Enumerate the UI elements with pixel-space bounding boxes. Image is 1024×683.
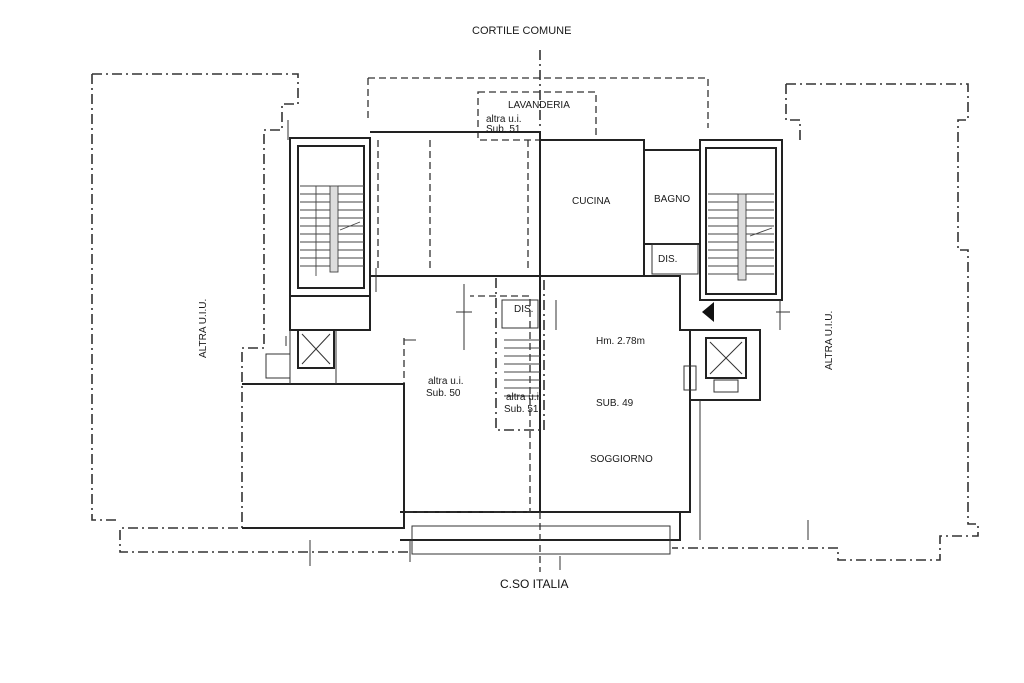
elevator-left-icon: [265, 329, 335, 379]
bagno-label: BAGNO: [654, 194, 690, 205]
entrance-arrow-icon: [702, 302, 714, 322]
street-label: C.SO ITALIA: [500, 577, 568, 591]
sub50-line2: Sub. 50: [426, 388, 461, 399]
right-inner-boundary: [785, 84, 801, 140]
left-stair-icon: [300, 185, 364, 276]
sub51-top-line2: Sub. 51: [486, 124, 521, 135]
elevator-right-icon: [683, 337, 747, 393]
right-stair-icon: [708, 193, 774, 281]
left-neighbor-label: ALTRA U.I.U.: [198, 299, 209, 358]
sub51-mid-line2: Sub. 51: [504, 404, 539, 415]
courtyard-label: CORTILE COMUNE: [472, 25, 571, 37]
dis-center-label: DIS.: [514, 304, 533, 315]
cucina-label: CUCINA: [572, 196, 611, 207]
wall-ticks: [285, 120, 809, 570]
sub50-line1: altra u.i.: [428, 376, 464, 387]
left-neighbor-boundary: [91, 73, 410, 553]
height-label: Hm. 2.78m: [596, 336, 645, 347]
sub51-mid-line1: altra u.i.: [506, 392, 542, 403]
lavanderia-label: LAVANDERIA: [508, 100, 570, 111]
sub51-top-line1: altra u.i.: [486, 114, 522, 125]
right-neighbor-boundary: [672, 83, 979, 561]
right-neighbor-label: ALTRA U.I.U.: [824, 311, 835, 370]
soggiorno-label: SOGGIORNO: [590, 454, 653, 465]
dis-right-label: DIS.: [658, 254, 677, 265]
building-walls: [242, 131, 783, 555]
center-stair-icon: [504, 339, 540, 397]
sub49-label: SUB. 49: [596, 398, 634, 409]
